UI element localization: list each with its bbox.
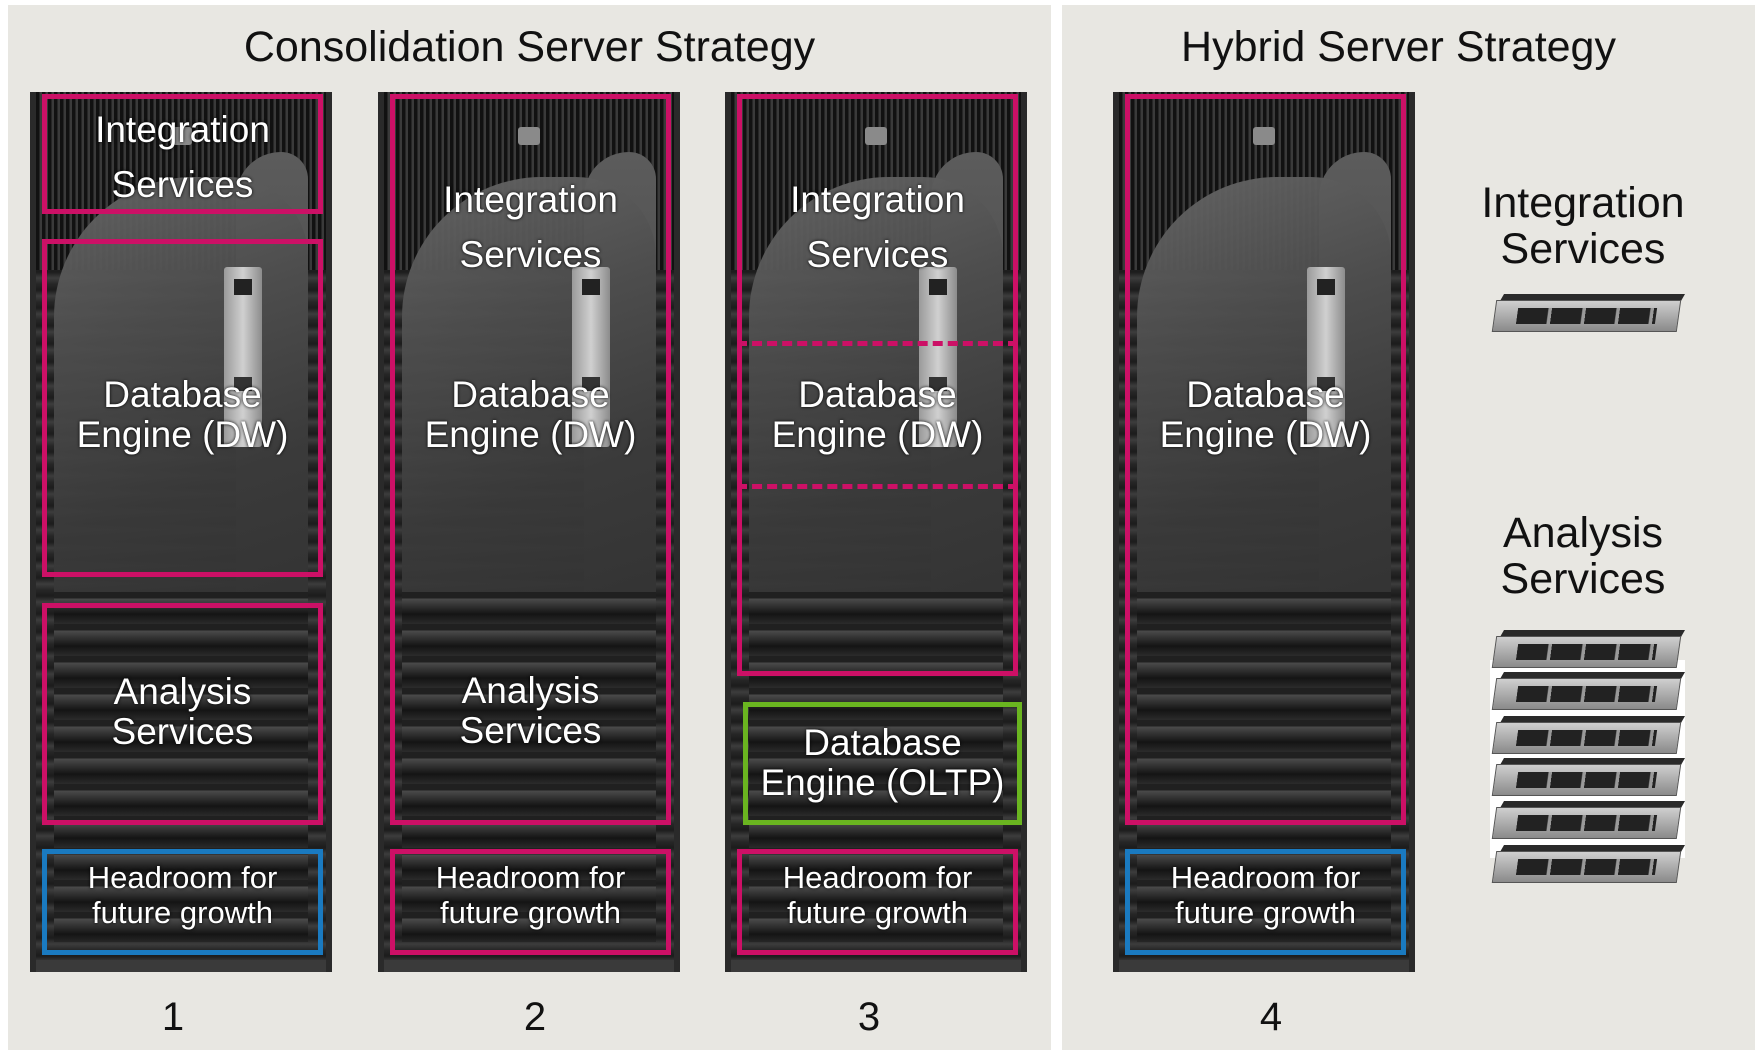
rack-3-oltp-box — [743, 702, 1022, 825]
rack-4-headroom-box — [1125, 849, 1406, 955]
rack-3-database-partition — [737, 341, 1018, 489]
hp-logo-icon — [1253, 127, 1275, 145]
analysis-server-icon — [1491, 716, 1686, 756]
hybrid-title: Hybrid Server Strategy — [1181, 23, 1616, 71]
analysis-server-icon — [1491, 801, 1686, 841]
rack-4-number: 4 — [1259, 995, 1283, 1039]
control-panel — [572, 267, 610, 447]
rack-1-analysis-box — [42, 603, 323, 825]
integration-server-icon — [1491, 294, 1686, 334]
hp-logo-icon — [518, 127, 540, 145]
rack-1-database-box — [42, 239, 323, 577]
rack-4-database-box — [1125, 94, 1406, 825]
rack-3-dw-box — [737, 94, 1018, 676]
rack-1-headroom-box — [42, 849, 323, 955]
rack-2-number: 2 — [523, 995, 547, 1039]
hp-logo-icon — [170, 127, 192, 145]
control-panel — [919, 267, 957, 447]
rack-2 — [378, 92, 680, 972]
control-panel — [224, 267, 262, 447]
rack-2-main-box — [390, 94, 671, 825]
analysis-server-icon — [1491, 672, 1686, 712]
analysis-server-icon — [1491, 630, 1686, 670]
consolidation-title: Consolidation Server Strategy — [243, 23, 816, 71]
rack-2-headroom-box — [390, 849, 671, 955]
rack-4 — [1113, 92, 1415, 972]
rack-3 — [725, 92, 1027, 972]
rack-3-headroom-box — [737, 849, 1018, 955]
rack-1-number: 1 — [161, 995, 185, 1039]
analysis-server-icon — [1491, 845, 1686, 885]
rack-1-integration-box — [42, 94, 323, 214]
hp-logo-icon — [865, 127, 887, 145]
analysis-server-icon — [1491, 758, 1686, 798]
control-panel — [1307, 267, 1345, 447]
rack-3-number: 3 — [857, 995, 881, 1039]
